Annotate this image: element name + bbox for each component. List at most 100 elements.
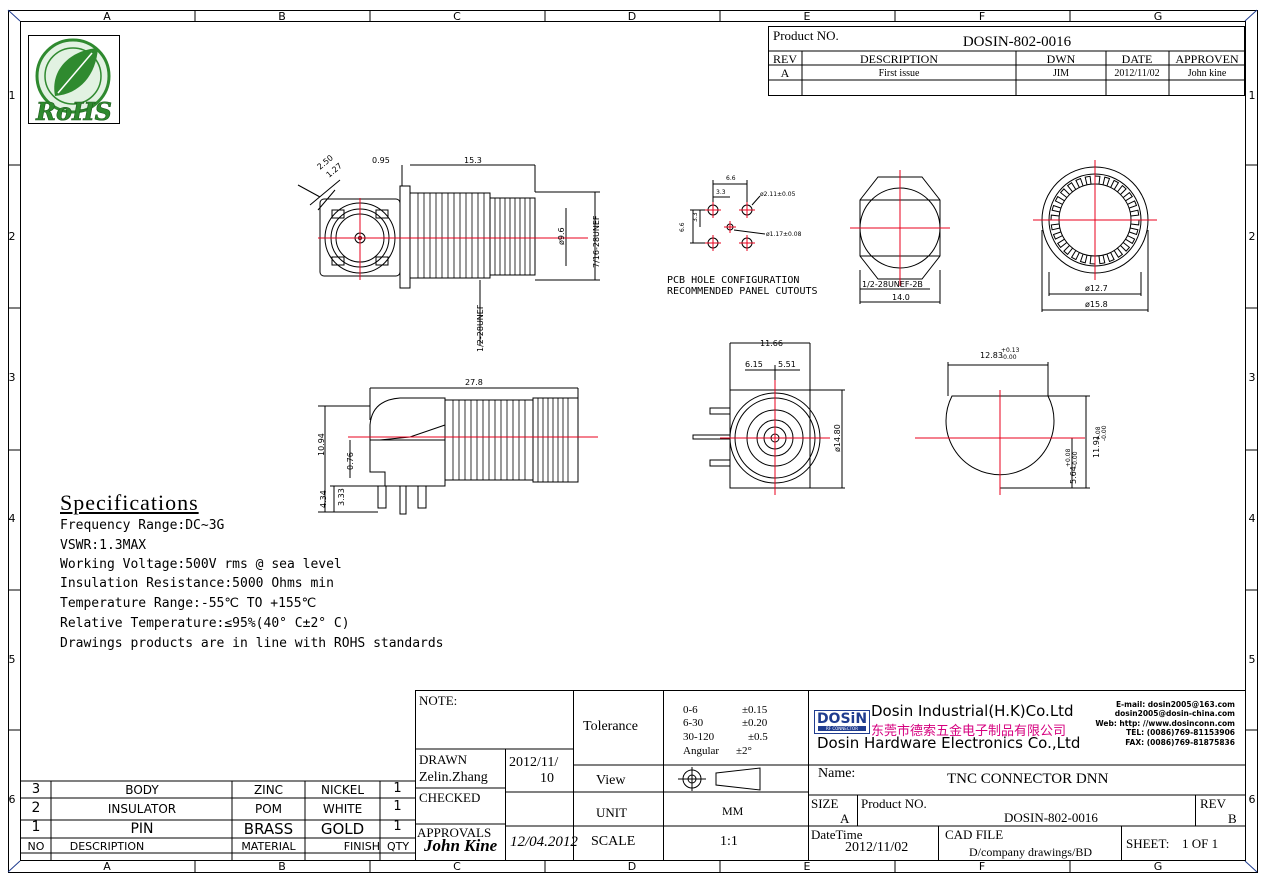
col-label: B bbox=[278, 10, 286, 23]
bom-qty: 1 bbox=[393, 799, 402, 814]
bom-description: BODY bbox=[125, 783, 159, 797]
knurl-tooth bbox=[1106, 252, 1115, 263]
row-label: 3 bbox=[1249, 371, 1256, 384]
col-label: G bbox=[1154, 10, 1163, 23]
round-dim-phi-12-7: ø12.7 bbox=[1085, 284, 1108, 293]
tol-range: 6-30 bbox=[683, 717, 704, 729]
row-label: 6 bbox=[1249, 793, 1256, 806]
knurl-tooth bbox=[1094, 175, 1101, 185]
rev-date: 2012/11/02 bbox=[1114, 68, 1159, 79]
bom-qty: 1 bbox=[393, 819, 402, 834]
spec-line: Insulation Resistance:5000 Ohms min bbox=[60, 576, 334, 591]
contact-line: Web: http: //www.dosinconn.com bbox=[1095, 718, 1235, 728]
pcb-dim-3-3-left: 3.3 bbox=[692, 212, 699, 222]
spec-line: Working Voltage:500V rms @ sea level bbox=[60, 557, 342, 572]
side-dim-3-33: 3.33 bbox=[337, 488, 346, 506]
frame bbox=[7, 9, 1258, 873]
cutout-dim-12-83: 12.83 bbox=[980, 351, 1003, 360]
drawn-by: Zelin.Zhang bbox=[419, 770, 488, 785]
cutout-dim-12-83-tol-minus: -0.00 bbox=[1001, 354, 1017, 361]
checked-label: CHECKED bbox=[419, 790, 481, 805]
spec-line: Temperature Range:-55℃ TO +155℃ bbox=[60, 596, 317, 611]
sheet-value: 1 OF 1 bbox=[1182, 836, 1219, 851]
rohs-logo-text: RoHS bbox=[35, 97, 112, 126]
front-dim-phi-14-80: ø14.80 bbox=[833, 424, 842, 452]
projection-symbol-icon bbox=[678, 767, 761, 791]
contact-line: FAX: (0086)769-81875836 bbox=[1125, 737, 1235, 747]
dim-thread-1-2: 1/2-28UNEF bbox=[476, 304, 485, 352]
bom-header-material: MATERIAL bbox=[241, 840, 296, 853]
cutout-dim-11-91-tol-plus: +.08 bbox=[1095, 426, 1102, 441]
bom-no: 3 bbox=[31, 782, 41, 797]
name-value: TNC CONNECTOR DNN bbox=[947, 771, 1109, 787]
dosin-logo: DOSiN RF CONNECTOR bbox=[814, 710, 870, 734]
rev-header-rev: REV bbox=[773, 52, 797, 66]
knurl-tooth bbox=[1084, 175, 1092, 186]
row-label: 2 bbox=[9, 230, 16, 243]
col-label: E bbox=[804, 860, 811, 873]
row-label: 4 bbox=[9, 512, 16, 525]
col-label: F bbox=[979, 860, 985, 873]
rev-header-approved: APPROVEN bbox=[1175, 52, 1239, 66]
knurl-tooth bbox=[1129, 209, 1140, 217]
hex-dim-14: 14.0 bbox=[892, 293, 910, 302]
spec-line: Drawings products are in line with ROHS … bbox=[60, 636, 444, 651]
col-label: C bbox=[453, 10, 461, 23]
bom-material: BRASS bbox=[243, 820, 294, 838]
connector-top-centerlines bbox=[318, 198, 588, 280]
pcb-hole-pattern bbox=[690, 180, 766, 249]
row-label: 6 bbox=[9, 793, 16, 806]
tol-range: 0-6 bbox=[683, 704, 698, 716]
dim-0-95: 0.95 bbox=[372, 156, 390, 165]
datetime-value: 2012/11/02 bbox=[845, 840, 909, 855]
rev-header-dwn: DWN bbox=[1047, 52, 1076, 66]
size-label: SIZE bbox=[811, 796, 839, 811]
knurl-tooth bbox=[1066, 181, 1077, 193]
front-dim-6-15: 6.15 bbox=[745, 360, 763, 369]
knurl-tooth bbox=[1056, 238, 1068, 249]
col-label: F bbox=[979, 10, 985, 23]
bom-no: 2 bbox=[31, 800, 41, 816]
knurl-tooth bbox=[1098, 254, 1106, 265]
knurl-tooth bbox=[1127, 200, 1138, 209]
contact-line: E-mail: dosin2005@163.com bbox=[1115, 700, 1235, 709]
tb-product-no-label: Product NO. bbox=[861, 796, 927, 811]
spec-line: Frequency Range:DC~3G bbox=[60, 518, 225, 533]
rev-description: First issue bbox=[879, 68, 920, 79]
approvals-signature: John Kine bbox=[424, 836, 498, 855]
dim-phi-9-6: ø9.6 bbox=[557, 227, 566, 245]
knurl-tooth bbox=[1125, 235, 1136, 245]
rev-label: REV bbox=[1200, 796, 1226, 811]
front-dim-5-51: 5.51 bbox=[778, 360, 796, 369]
contact-line: dosin2005@dosin-china.com bbox=[1114, 709, 1235, 719]
knurl-tooth bbox=[1051, 204, 1062, 213]
rev-dwn: JIM bbox=[1053, 68, 1069, 79]
pcb-dim-6-6-top: 6.6 bbox=[726, 175, 736, 182]
cad-file-label: CAD FILE bbox=[945, 827, 1004, 842]
row-label: 1 bbox=[9, 89, 16, 102]
rev-value: B bbox=[1228, 811, 1237, 826]
rohs-logo: RoHS bbox=[28, 35, 120, 126]
pcb-caption-1: PCB HOLE CONFIGURATION bbox=[667, 275, 799, 286]
panel-cutout-view bbox=[945, 362, 1090, 489]
rev-header-date: DATE bbox=[1122, 52, 1153, 66]
cutout-dim-5-64: 5.64 bbox=[1069, 466, 1078, 484]
round-dim-phi-15-8: ø15.8 bbox=[1085, 300, 1108, 309]
knurl-tooth bbox=[1110, 179, 1120, 190]
drawn-date-2: 10 bbox=[540, 771, 554, 786]
col-label: A bbox=[103, 860, 111, 873]
size-value: A bbox=[840, 811, 850, 826]
bom-finish: NICKEL bbox=[320, 783, 365, 797]
knurl-tooth bbox=[1130, 219, 1140, 226]
dim-15-3: 15.3 bbox=[464, 156, 482, 165]
knurl-tooth bbox=[1079, 253, 1088, 264]
cad-file-value: D/company drawings/BD bbox=[969, 845, 1092, 859]
spec-line: Relative Temperature:≤95%(40° C±2° C) bbox=[60, 616, 350, 631]
tol-range: Angular bbox=[683, 745, 720, 757]
knurl-tooth bbox=[1075, 177, 1084, 188]
knurl-tooth bbox=[1054, 195, 1065, 205]
contact-line: TEL: (0086)769-81153906 bbox=[1126, 728, 1235, 738]
title-block-grid bbox=[20, 690, 1245, 861]
cutout-dim-5-64-tol-plus: +0.08 bbox=[1065, 448, 1072, 467]
